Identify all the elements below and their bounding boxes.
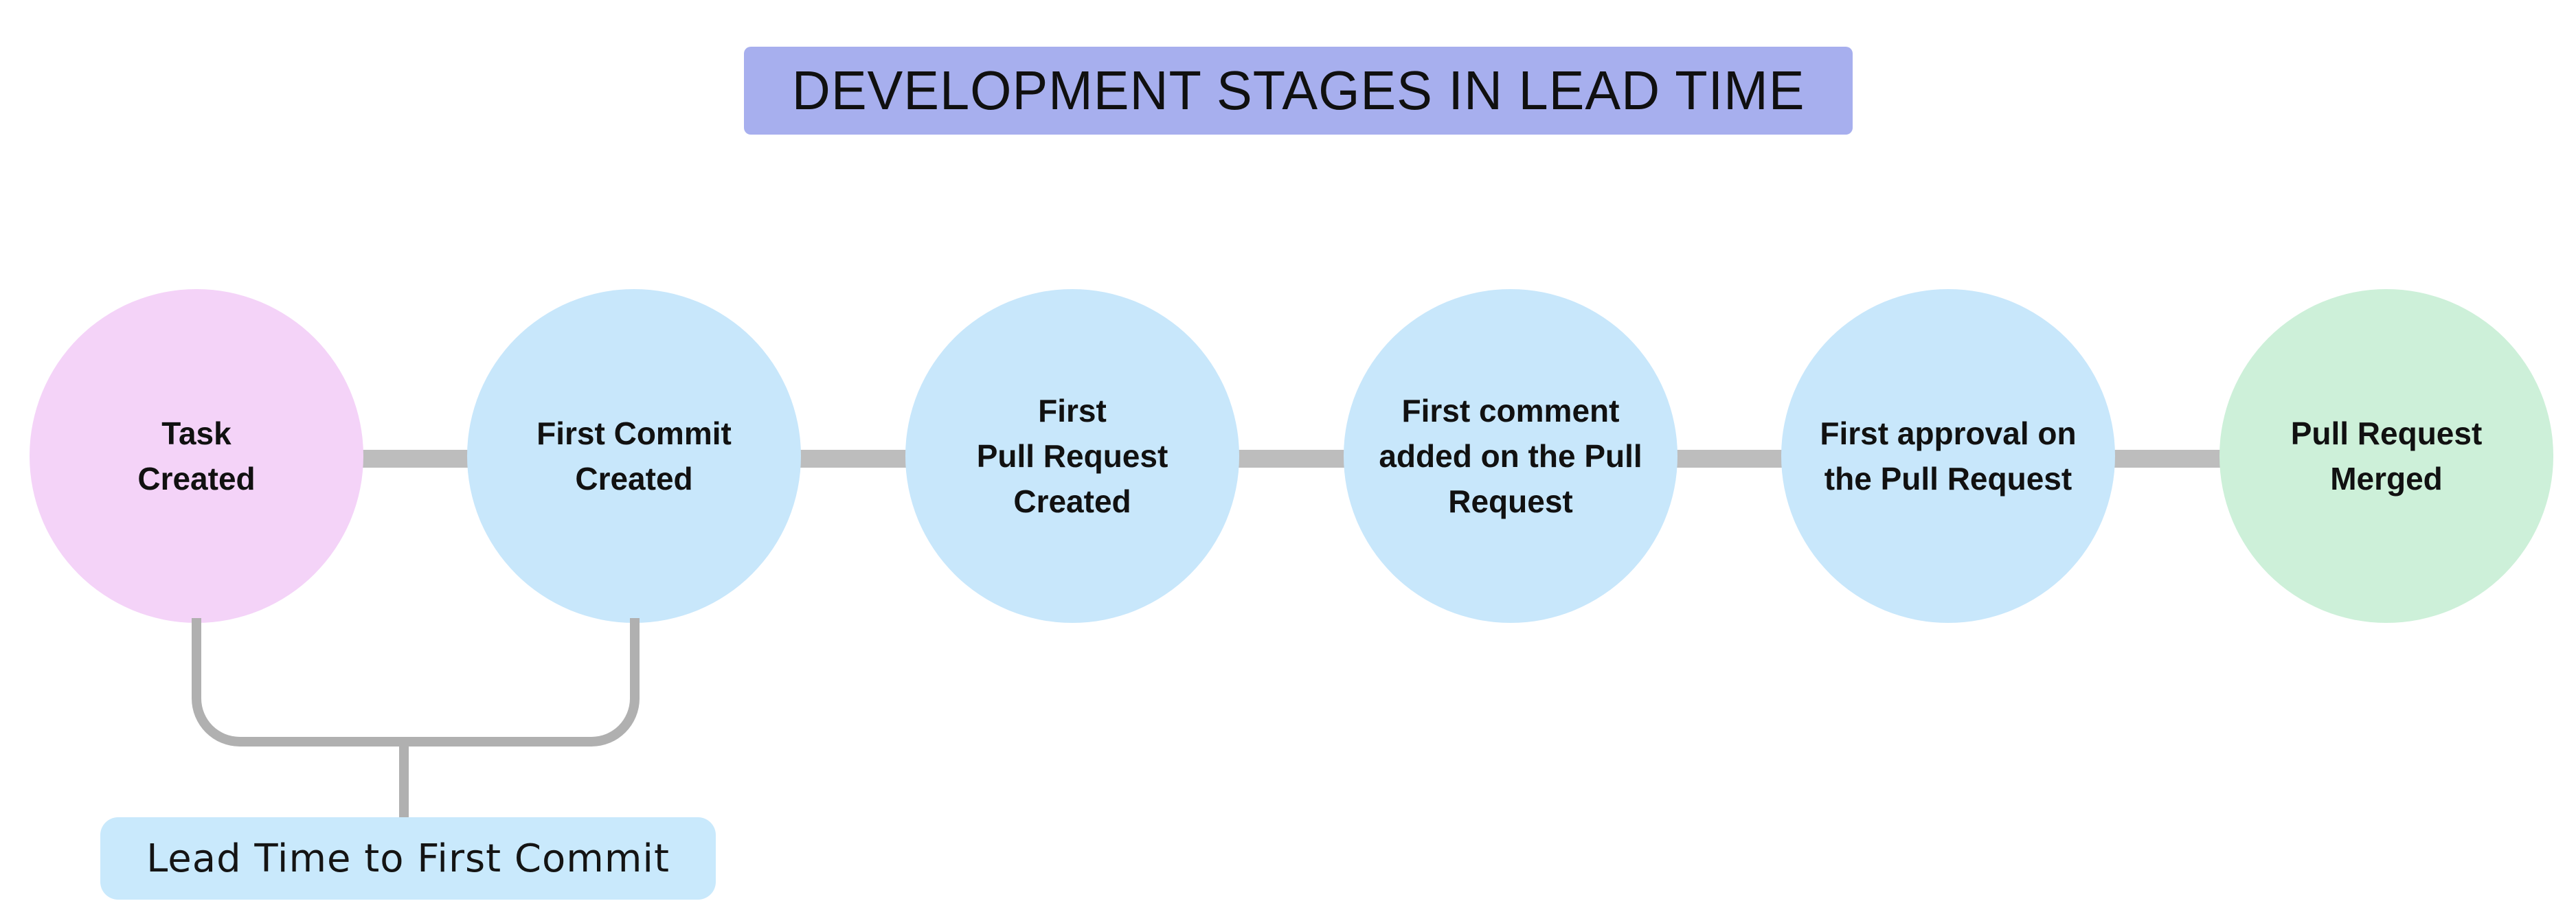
stage-first-comment-added: First comment added on the Pull Request: [1344, 289, 1677, 623]
stage-first-commit-created: First Commit Created: [467, 289, 801, 623]
lead-time-bracket-stem: [399, 745, 409, 817]
stage-pull-request-merged: Pull Request Merged: [2219, 289, 2553, 623]
stage-first-approval: First approval on the Pull Request: [1781, 289, 2115, 623]
stage-label: First Commit Created: [536, 415, 732, 497]
stage-label: First Pull Request Created: [976, 393, 1168, 519]
page-title: DEVELOPMENT STAGES IN LEAD TIME: [791, 60, 1805, 121]
stage-label: First approval on the Pull Request: [1820, 415, 2077, 497]
stage-label: Pull Request Merged: [2290, 415, 2483, 497]
stage-label: First comment added on the Pull Request: [1379, 393, 1642, 519]
stage-first-pull-request-created: First Pull Request Created: [905, 289, 1239, 623]
lead-time-bracket: [192, 618, 640, 747]
title-banner: DEVELOPMENT STAGES IN LEAD TIME: [744, 47, 1853, 135]
lead-time-annotation-label: Lead Time to First Commit: [146, 836, 670, 881]
stage-label: Task Created: [137, 415, 256, 497]
lead-time-annotation: Lead Time to First Commit: [100, 817, 716, 900]
stage-task-created: Task Created: [30, 289, 363, 623]
